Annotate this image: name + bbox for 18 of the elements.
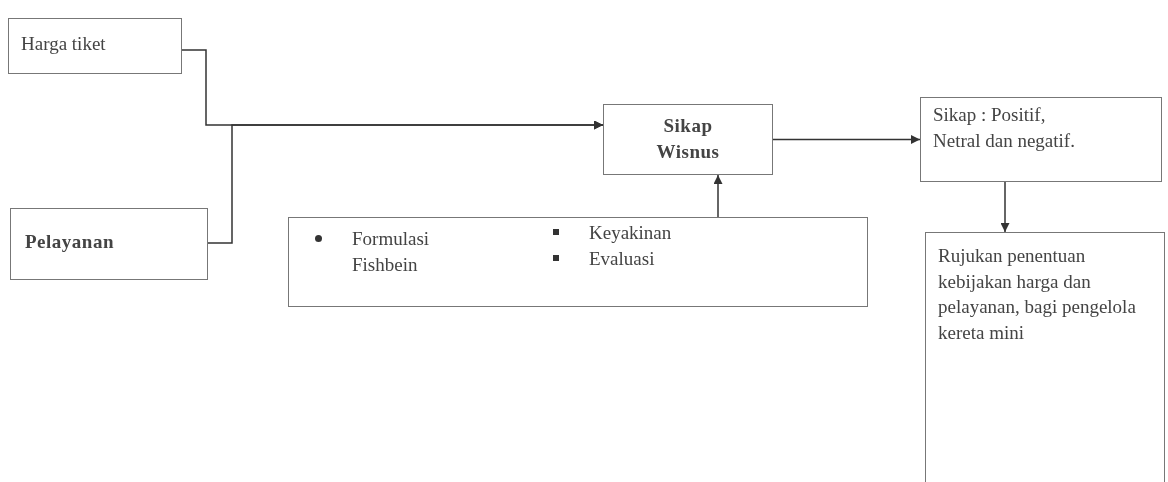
arrow — [207, 120, 604, 244]
process-box — [10, 208, 208, 280]
box-text: Pelayanan — [25, 230, 115, 254]
process-box — [920, 97, 1162, 182]
open-box — [925, 232, 1165, 482]
list-item: Evaluasi — [589, 247, 656, 271]
process-box — [603, 104, 773, 175]
box-text: Rujukan penentuan kebijakan harga dan pelayanan, bagi pengelola kereta mini — [938, 244, 1137, 345]
list-item: Formulasi Fishbein — [352, 227, 431, 277]
box-text: Harga tiket — [21, 32, 107, 56]
arrow — [713, 174, 723, 218]
bullet-list-box — [288, 217, 868, 307]
box-text: Sikap : Positif, Netral dan negatif. — [933, 103, 1076, 153]
process-box — [8, 18, 182, 74]
box-text: Sikap Wisnus — [655, 114, 721, 164]
arrow — [772, 135, 921, 144]
arrow — [1000, 181, 1010, 233]
list-item: Keyakinan — [589, 221, 673, 245]
